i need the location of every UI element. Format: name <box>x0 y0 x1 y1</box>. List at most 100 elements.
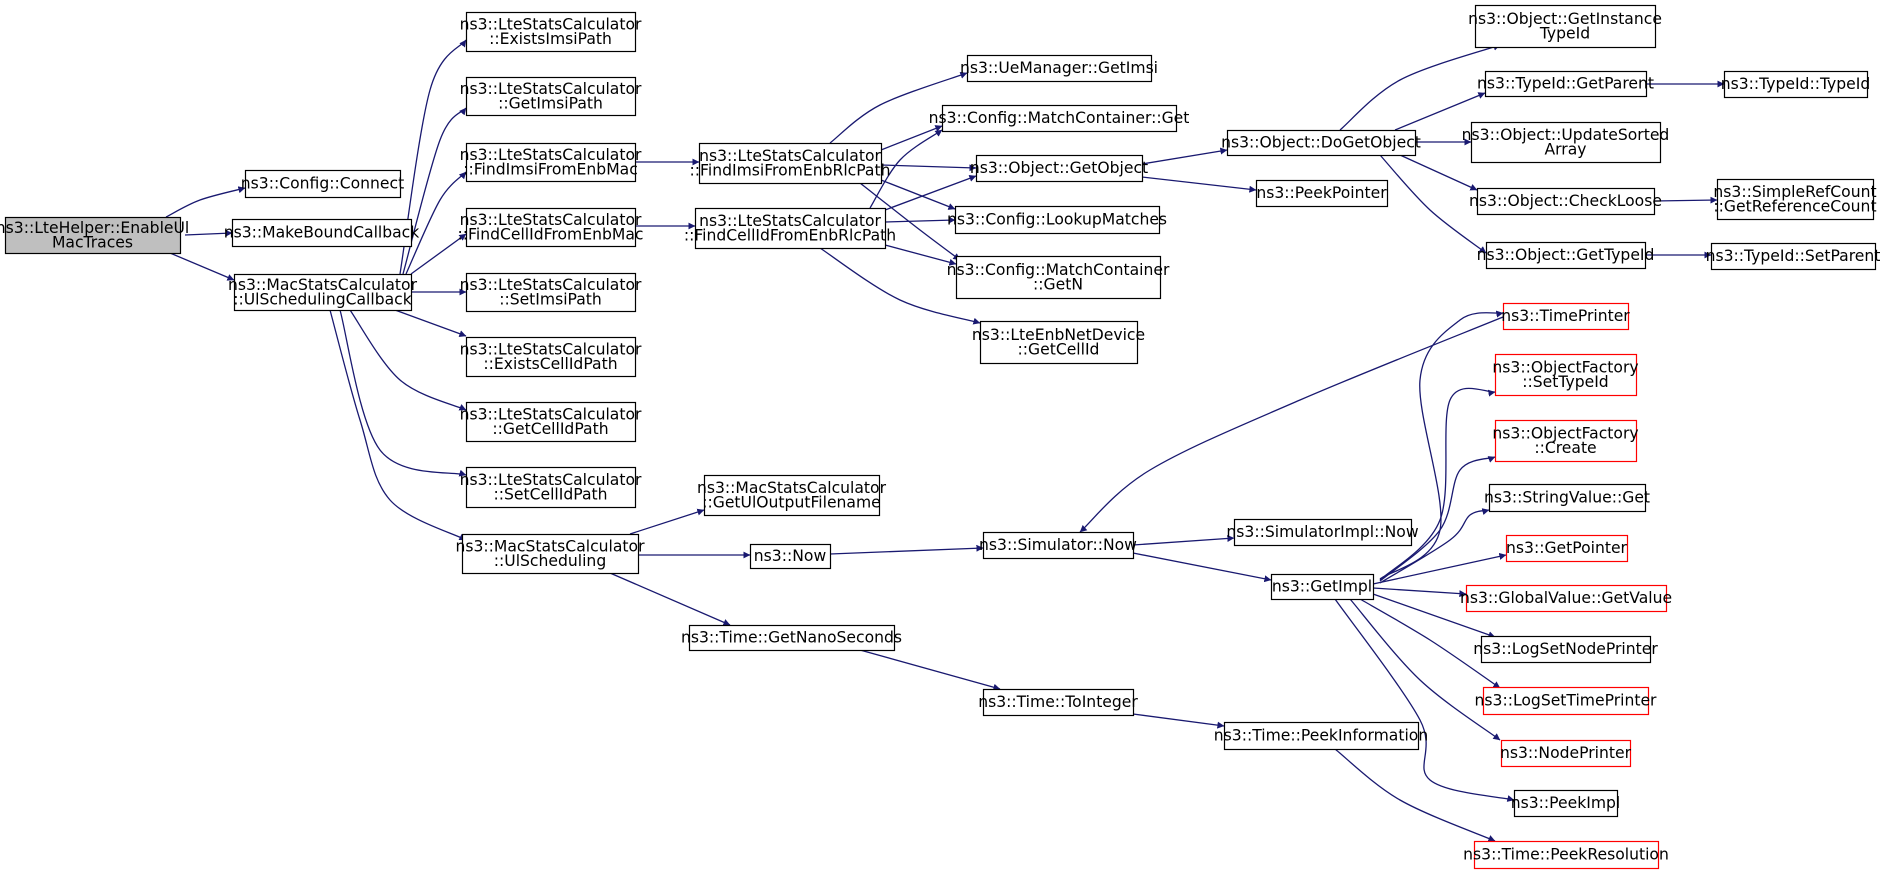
node-ue-manager-get-imsi[interactable]: ns3::UeManager::GetImsi <box>960 54 1158 83</box>
node-label: ::SetImsiPath <box>499 290 602 308</box>
node-label: ns3::LteStatsCalculator <box>460 276 642 294</box>
node-label: ns3::Config::MatchContainer::Get <box>929 109 1190 127</box>
node-find-cellid-from-enb-mac[interactable]: ns3::LteStatsCalculator::FindCellIdFromE… <box>458 207 644 248</box>
node-config-connect[interactable]: ns3::Config::Connect <box>241 169 404 199</box>
node-label: ::FindImsiFromEnbRlcPath <box>690 161 891 179</box>
node-object-get-typeid[interactable]: ns3::Object::GetTypeId <box>1477 241 1655 270</box>
node-get-ul-output-filename[interactable]: ns3::MacStatsCalculator::GetUlOutputFile… <box>697 474 887 517</box>
node-box <box>1476 187 1656 216</box>
node-box <box>1502 302 1630 331</box>
node-get-nano-seconds[interactable]: ns3::Time::GetNanoSeconds <box>681 624 902 652</box>
node-object-do-get-object[interactable]: ns3::Object::DoGetObject <box>1221 129 1421 157</box>
node-label: ns3::Now <box>754 547 827 565</box>
edge-now-to-simulator-now <box>829 544 984 555</box>
node-label: ns3::LogSetNodePrinter <box>1473 640 1658 658</box>
node-label: ns3::LteHelper::EnableUl <box>0 219 189 237</box>
node-box <box>1488 483 1647 513</box>
node-label: ns3::Object::UpdateSorted <box>1462 126 1670 144</box>
node-typeid-typeid[interactable]: ns3::TypeId::TypeId <box>1721 70 1871 99</box>
node-box <box>1505 534 1629 563</box>
edge-simulator-now-to-simulator-impl-now <box>1132 534 1235 546</box>
node-get-impl[interactable]: ns3::GetImpl <box>1270 573 1375 601</box>
node-find-cellid-from-enb-rlc-path[interactable]: ns3::LteStatsCalculator::FindCellIdFromE… <box>684 207 896 250</box>
node-label: ::FindCellIdFromEnbMac <box>458 225 644 243</box>
node-set-imsi-path[interactable]: ns3::LteStatsCalculator::SetImsiPath <box>460 272 642 313</box>
node-label: ::UlSchedulingCallback <box>233 290 412 308</box>
node-object-factory-create[interactable]: ns3::ObjectFactory::Create <box>1492 419 1639 463</box>
node-log-set-node-printer[interactable]: ns3::LogSetNodePrinter <box>1473 635 1658 664</box>
node-label: Array <box>1545 140 1587 158</box>
node-label: ::SetCellIdPath <box>493 485 607 503</box>
node-ul-scheduling[interactable]: ns3::MacStatsCalculator::UlScheduling <box>455 533 645 575</box>
node-label: ::FindCellIdFromEnbRlcPath <box>684 226 896 244</box>
node-simulator-now[interactable]: ns3::Simulator::Now <box>979 531 1137 560</box>
node-enb-net-device-get-cellid[interactable]: ns3::LteEnbNetDevice::GetCellId <box>972 320 1145 365</box>
node-object-check-loose[interactable]: ns3::Object::CheckLoose <box>1469 187 1662 216</box>
edge-enable-ul-mac-traces-to-make-bound-callback <box>184 229 233 237</box>
edge-enable-ul-mac-traces-to-ul-scheduling-callback <box>169 252 235 281</box>
node-find-imsi-from-enb-mac[interactable]: ns3::LteStatsCalculator::FindImsiFromEnb… <box>460 142 642 183</box>
node-box <box>955 255 1162 300</box>
edge-ul-scheduling-callback-to-get-imsi-path <box>402 107 467 275</box>
node-match-container-getn[interactable]: ns3::Config::MatchContainer::GetN <box>947 255 1170 300</box>
node-label: ns3::MacStatsCalculator <box>228 276 418 294</box>
node-ul-scheduling-callback[interactable]: ns3::MacStatsCalculator::UlSchedulingCal… <box>228 273 418 312</box>
node-time-to-integer[interactable]: ns3::Time::ToInteger <box>978 688 1138 717</box>
node-box <box>975 154 1144 183</box>
node-exists-imsi-path[interactable]: ns3::LteStatsCalculator::ExistsImsiPath <box>460 11 642 53</box>
node-box <box>1482 686 1650 716</box>
node-now[interactable]: ns3::Now <box>749 543 832 570</box>
node-simple-ref-count-get-reference-count[interactable]: ns3::SimpleRefCount::GetReferenceCount <box>1713 178 1877 221</box>
node-label: TypeId <box>1539 24 1590 42</box>
node-typeid-get-parent[interactable]: ns3::TypeId::GetParent <box>1477 70 1654 98</box>
node-get-pointer[interactable]: ns3::GetPointer <box>1505 534 1629 563</box>
node-object-factory-set-typeid[interactable]: ns3::ObjectFactory::SetTypeId <box>1492 353 1639 397</box>
node-time-printer[interactable]: ns3::TimePrinter <box>1501 302 1630 331</box>
node-box <box>979 320 1139 365</box>
node-label: ns3::GetPointer <box>1506 539 1628 557</box>
node-time-peek-information[interactable]: ns3::Time::PeekInformation <box>1214 721 1428 751</box>
node-peek-pointer[interactable]: ns3::PeekPointer <box>1255 179 1389 208</box>
node-simulator-impl-now[interactable]: ns3::SimulatorImpl::Now <box>1226 518 1419 547</box>
node-global-value-get-value[interactable]: ns3::GlobalValue::GetValue <box>1460 584 1672 613</box>
node-peek-impl[interactable]: ns3::PeekImpl <box>1511 789 1621 818</box>
node-find-imsi-from-enb-rlc-path[interactable]: ns3::LteStatsCalculator::FindImsiFromEnb… <box>690 142 891 185</box>
edge-get-impl-to-object-factory-set-typeid <box>1379 387 1496 581</box>
edge-get-impl-to-time-printer <box>1379 310 1504 580</box>
node-typeid-set-parent[interactable]: ns3::TypeId::SetParent <box>1706 242 1880 271</box>
node-box <box>1716 178 1875 221</box>
node-box <box>465 11 637 53</box>
node-node-printer[interactable]: ns3::NodePrinter <box>1500 739 1632 768</box>
node-box <box>1226 129 1417 157</box>
node-box <box>1494 353 1638 397</box>
node-box <box>1465 584 1668 613</box>
node-make-bound-callback[interactable]: ns3::MakeBoundCallback <box>224 218 420 248</box>
node-config-lookup-matches[interactable]: ns3::Config::LookupMatches <box>947 205 1167 235</box>
node-exists-cellid-path[interactable]: ns3::LteStatsCalculator::ExistsCellIdPat… <box>460 336 642 378</box>
node-label: ::GetImsiPath <box>498 94 603 112</box>
node-string-value-get[interactable]: ns3::StringValue::Get <box>1484 483 1650 513</box>
edge-find-imsi-from-enb-rlc-path-to-config-lookup-matches <box>880 179 956 210</box>
node-label: ns3::Config::MatchContainer <box>947 261 1170 279</box>
node-get-cellid-path[interactable]: ns3::LteStatsCalculator::GetCellIdPath <box>460 401 642 443</box>
node-label: ns3::MakeBoundCallback <box>224 224 420 242</box>
node-label: ns3::LteStatsCalculator <box>460 15 642 33</box>
node-match-container-get[interactable]: ns3::Config::MatchContainer::Get <box>929 104 1190 133</box>
node-get-imsi-path[interactable]: ns3::LteStatsCalculator::GetImsiPath <box>460 76 642 117</box>
node-label: ns3::LteStatsCalculator <box>460 146 642 164</box>
node-label: ns3::Config::LookupMatches <box>947 211 1167 229</box>
node-label: ns3::Object::GetTypeId <box>1477 246 1655 264</box>
node-label: ns3::LteStatsCalculator <box>460 405 642 423</box>
node-log-set-time-printer[interactable]: ns3::LogSetTimePrinter <box>1475 686 1658 716</box>
node-label: ns3::LteStatsCalculator <box>699 147 881 165</box>
edge-object-do-get-object-to-object-get-typeid <box>1379 154 1487 254</box>
edge-object-check-loose-to-simple-ref-count-get-reference-count <box>1653 196 1718 204</box>
node-time-peek-resolution[interactable]: ns3::Time::PeekResolution <box>1463 840 1669 870</box>
node-set-cellid-path[interactable]: ns3::LteStatsCalculator::SetCellIdPath <box>460 466 642 509</box>
node-object-get-object[interactable]: ns3::Object::GetObject <box>970 154 1148 183</box>
edge-ul-scheduling-callback-to-set-cellid-path <box>339 309 467 477</box>
node-label: ns3::TypeId::SetParent <box>1706 247 1880 265</box>
